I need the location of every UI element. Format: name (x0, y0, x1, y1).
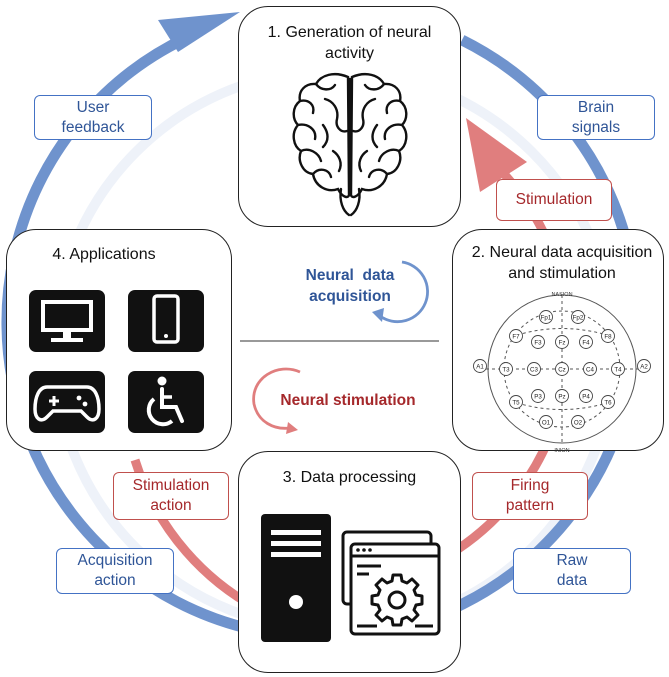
acquisition-title-line1: 2. Neural data acquisition (471, 244, 653, 261)
eeg-electrode-label-t6: T6 (604, 399, 612, 406)
eeg-electrode-t6 (601, 395, 615, 409)
acquisition-action-line2: action (94, 572, 136, 589)
processing-box: 3. Data processing (238, 451, 461, 673)
eeg-electrode-label-f8: F8 (604, 333, 612, 340)
eeg-electrode-label-c3: C3 (530, 366, 538, 373)
eeg-electrode-a2 (637, 359, 651, 373)
gear-icon (370, 573, 424, 627)
eeg-electrode-label-pz: Pz (558, 393, 565, 400)
firing-pattern-line1: Firing (510, 477, 550, 494)
eeg-electrode-fz (555, 335, 569, 349)
user-feedback-line1: User (76, 98, 110, 116)
stimulation-label: Stimulation (496, 179, 612, 221)
eeg-electrode-label-f7: F7 (512, 333, 520, 340)
generation-title-line2: activity (325, 45, 374, 62)
eeg-electrode-label-p4: P4 (582, 393, 590, 400)
eeg-electrode-label-c4: C4 (586, 366, 594, 373)
eeg-electrode-f7 (509, 329, 523, 343)
firing-pattern-line2: pattern (505, 497, 555, 514)
eeg-electrode-p3 (531, 389, 545, 403)
outer-blue-arrowhead (158, 12, 240, 52)
eeg-electrode-label-fp2: Fp2 (573, 314, 584, 321)
stimulation-action-line1: Stimulation (132, 477, 210, 494)
brain-icon (292, 73, 408, 217)
brain-signals-line2: signals (571, 118, 621, 136)
eeg-electrode-label-fp1: Fp1 (541, 314, 552, 321)
monitor-icon (29, 290, 105, 352)
eeg-electrode-label-p3: P3 (534, 393, 542, 400)
eeg-electrode-c3 (527, 362, 541, 376)
eeg-electrode-p4 (579, 389, 593, 403)
stimulation-action-label: Stimulation action (113, 472, 229, 520)
stimulation-line1: Stimulation (515, 191, 593, 208)
eeg-electrode-o2 (571, 415, 585, 429)
brain-signals-label: Brain signals (537, 95, 655, 140)
applications-title: 4. Applications (52, 246, 156, 263)
eeg-electrode-label-f3: F3 (534, 339, 542, 346)
eeg-electrode-f8 (601, 329, 615, 343)
eeg-electrode-label-cz: Cz (558, 366, 566, 373)
eeg-inion-label: INION (554, 448, 569, 454)
eeg-electrode-fp1 (539, 310, 553, 324)
computer-settings-icon (261, 514, 441, 642)
user-feedback-line2: feedback (61, 118, 125, 136)
red-arrowhead (466, 118, 527, 192)
raw-data-label: Raw data (513, 548, 631, 594)
generation-box: 1. Generation of neural activity (238, 6, 461, 227)
firing-pattern-label: Firing pattern (472, 472, 588, 520)
eeg-electrode-label-t4: T4 (614, 366, 622, 373)
generation-title: 1. Generation of neural activity (239, 22, 460, 64)
applications-box: 4. Applications (6, 229, 232, 451)
acquisition-title: 2. Neural data acquisition and stimulati… (461, 242, 663, 284)
eeg-electrode-o1 (539, 415, 553, 429)
eeg-electrode-pz (555, 389, 569, 403)
eeg-electrode-label-f4: F4 (582, 339, 590, 346)
eeg-electrode-label-t5: T5 (512, 399, 520, 406)
acquisition-title-line2: and stimulation (508, 265, 616, 282)
eeg-electrode-label-fz: Fz (559, 339, 566, 346)
brain-signals-line1: Brain (577, 98, 615, 116)
user-feedback-label: User feedback (34, 95, 152, 140)
eeg-nasion-label: NASION (551, 292, 572, 298)
eeg-electrode-label-a1: A1 (476, 363, 484, 370)
wheelchair-icon (128, 371, 204, 433)
stimulation-action-line2: action (150, 497, 192, 514)
neural-data-acquisition-line2: acquisition (309, 288, 391, 305)
acquisition-action-label: Acquisition action (56, 548, 174, 594)
tablet-icon (128, 290, 204, 352)
eeg-electrode-a1 (473, 359, 487, 373)
eeg-electrode-cz (555, 362, 569, 376)
eeg-electrode-t4 (611, 362, 625, 376)
gamepad-icon (29, 371, 105, 433)
eeg-electrode-fp2 (571, 310, 585, 324)
eeg-electrode-label-t3: T3 (502, 366, 510, 373)
acquisition-box: 2. Neural data acquisition and stimulati… (452, 229, 664, 451)
acquisition-action-line1: Acquisition (77, 552, 153, 569)
eeg-electrode-label-o1: O1 (542, 419, 551, 426)
neural-data-acquisition-line1: Neural data (305, 267, 395, 284)
eeg-electrode-f3 (531, 335, 545, 349)
eeg-electrode-t3 (499, 362, 513, 376)
eeg-electrode-c4 (583, 362, 597, 376)
eeg-electrode-t5 (509, 395, 523, 409)
neural-data-acquisition-label: Neural data acquisition (290, 265, 410, 307)
eeg-electrode-label-o2: O2 (574, 419, 583, 426)
generation-title-line1: 1. Generation of neural (267, 24, 432, 41)
raw-data-line1: Raw (556, 552, 588, 569)
eeg-electrode-f4 (579, 335, 593, 349)
raw-data-line2: data (556, 572, 588, 589)
eeg-electrode-label-a2: A2 (640, 363, 648, 370)
processing-title: 3. Data processing (282, 469, 417, 486)
neural-stimulation-label: Neural stimulation (280, 392, 416, 409)
